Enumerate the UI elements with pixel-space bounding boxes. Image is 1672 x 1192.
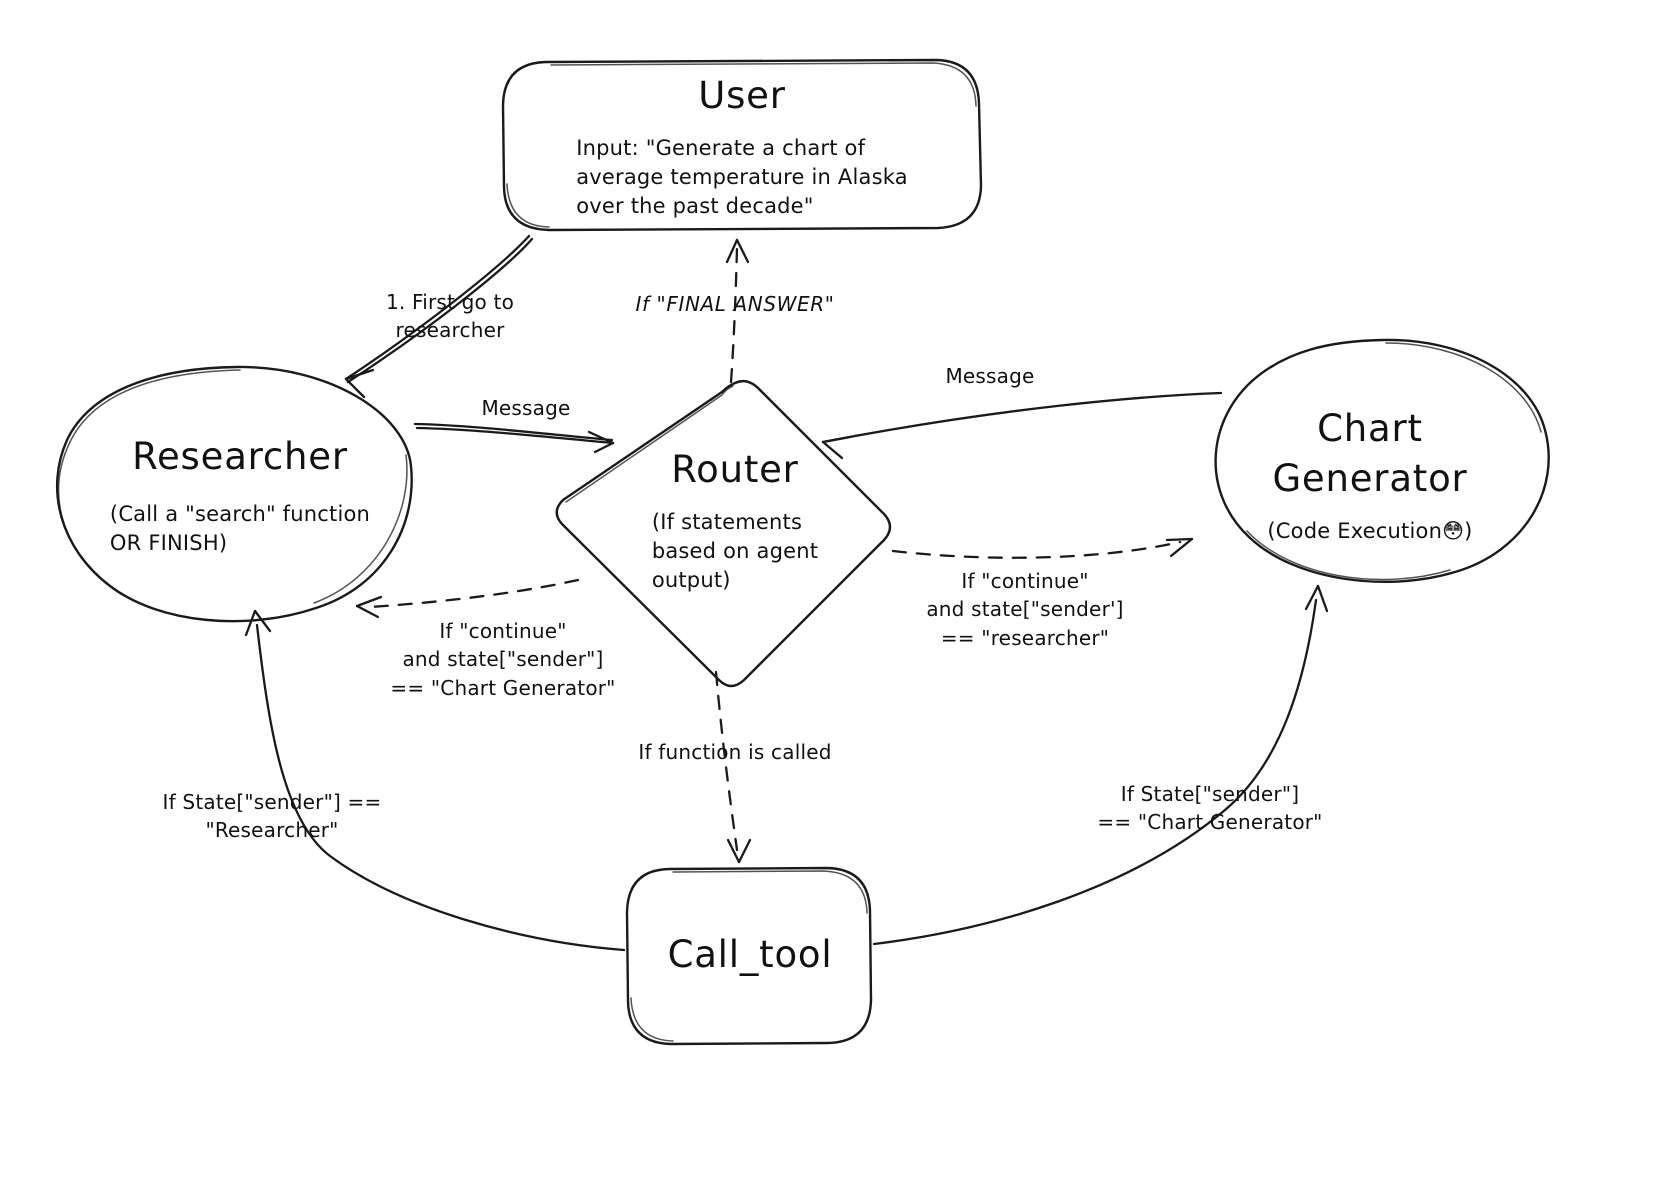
- edge-label-user-to-researcher: 1. First go to researcher: [385, 290, 515, 343]
- node-user[interactable]: User Input: "Generate a chart of average…: [506, 64, 978, 228]
- edge-router-to-chartgenerator: [891, 537, 1194, 559]
- edge-router-to-researcher: [355, 578, 580, 619]
- node-chartgenerator-shape[interactable]: [1214, 338, 1550, 584]
- edge-label-chartgenerator-to-router: Message: [945, 364, 1035, 388]
- node-calltool-shape[interactable]: [625, 866, 873, 1046]
- edge-user-to-researcher: [344, 234, 534, 399]
- edge-label-router-to-researcher: If "continue" and state["sender"] == "Ch…: [390, 619, 616, 700]
- node-calltool[interactable]: Call_tool: [630, 925, 870, 985]
- edge-label-router-to-chartgenerator: If "continue" and state["sender'] == "re…: [926, 569, 1124, 650]
- node-researcher-shape[interactable]: [55, 365, 413, 623]
- node-chartgenerator-body: (Code Execution😳): [1267, 519, 1473, 544]
- edge-researcher-to-router: [413, 422, 615, 454]
- node-router-shape[interactable]: [555, 379, 892, 688]
- node-researcher-body: (Call a "search" function OR FINISH): [109, 501, 371, 555]
- node-chartgenerator-title: Chart Generator: [1272, 406, 1468, 500]
- edge-router-to-calltool: [714, 670, 752, 864]
- node-researcher-title: Researcher: [132, 435, 348, 479]
- node-router[interactable]: Router (If statements based on agent out…: [600, 440, 870, 600]
- node-researcher[interactable]: Researcher (Call a "search" function OR …: [60, 420, 420, 570]
- node-user-title: User: [698, 73, 786, 117]
- node-router-title: Router: [671, 447, 799, 491]
- edge-calltool-to-chartgenerator: [872, 584, 1329, 946]
- edge-label-calltool-to-chartgenerator: If State["sender"] == "Chart Generator": [1097, 782, 1323, 835]
- node-router-body: (If statements based on agent output): [651, 510, 819, 593]
- node-user-shape[interactable]: [501, 58, 983, 232]
- edge-label-researcher-to-router: Message: [481, 396, 571, 420]
- node-user-body: Input: "Generate a chart of average temp…: [576, 136, 908, 219]
- node-chartgenerator[interactable]: Chart Generator (Code Execution😳): [1200, 400, 1540, 550]
- edge-calltool-to-researcher: [244, 609, 626, 952]
- node-calltool-title: Call_tool: [667, 933, 833, 977]
- edge-label-calltool-to-researcher: If State["sender"] == "Researcher": [162, 790, 382, 843]
- edge-chartgenerator-to-router: [821, 391, 1223, 460]
- edge-label-router-to-calltool: If function is called: [638, 740, 832, 764]
- edge-label-router-to-user: If "FINAL ANSWER": [635, 292, 835, 316]
- edge-router-to-user: [725, 238, 750, 384]
